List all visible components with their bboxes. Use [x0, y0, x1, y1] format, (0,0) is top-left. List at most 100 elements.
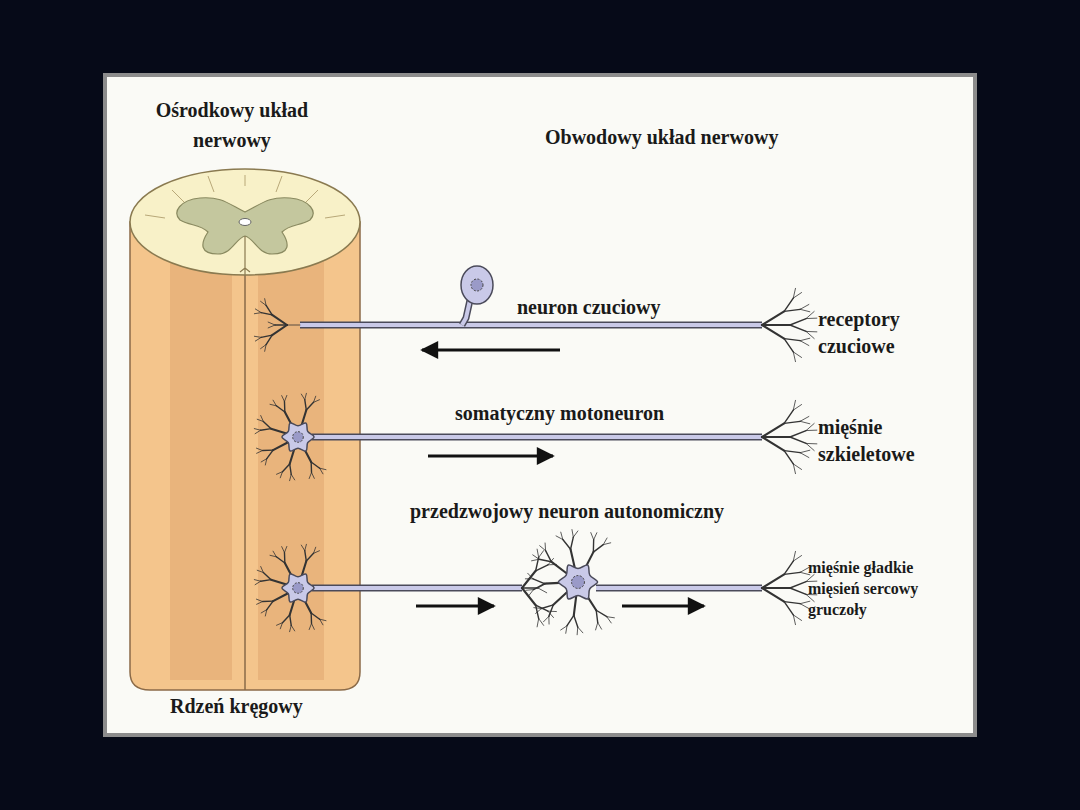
dendrite — [539, 551, 544, 558]
dendrite — [563, 540, 571, 550]
dendrite — [257, 602, 263, 605]
direction-arrow — [422, 349, 560, 352]
dendrite — [800, 567, 809, 572]
dendrite — [254, 429, 260, 431]
dendrite — [790, 431, 806, 437]
soma — [282, 574, 314, 602]
text-label: gruczoły — [808, 600, 867, 620]
dendrite — [275, 324, 287, 325]
axon — [462, 300, 470, 325]
axon — [312, 434, 762, 441]
dendrite — [762, 325, 784, 339]
dendrite — [305, 400, 307, 410]
dendrite — [541, 605, 553, 609]
dendrite — [784, 561, 793, 574]
dendrite — [272, 325, 287, 335]
dendrite — [806, 311, 814, 318]
dendrite — [790, 437, 806, 443]
dendrite — [784, 298, 793, 311]
dendrite — [267, 450, 273, 458]
dendrite — [567, 615, 574, 625]
text-label: mięśnie gładkie — [808, 558, 913, 578]
nucleus — [293, 432, 304, 443]
text-label: Obwodowy układ nerwowy — [545, 124, 778, 151]
dendrite — [273, 400, 276, 406]
text-label: przedzwojowy neuron autonomiczny — [410, 498, 724, 525]
dendrite — [553, 591, 568, 605]
dendrite — [806, 430, 817, 431]
dendrite — [522, 588, 536, 605]
axon-core — [312, 586, 522, 590]
dendrite — [267, 601, 273, 609]
dendrite — [536, 608, 542, 613]
dendrite — [534, 584, 545, 590]
dendrite — [320, 619, 323, 625]
dendrite — [286, 325, 300, 326]
panel — [105, 75, 975, 735]
dendrite — [282, 547, 285, 553]
sensory-soma — [461, 266, 493, 304]
dendrite — [257, 451, 263, 454]
dendrite — [571, 537, 574, 549]
dendrite — [806, 331, 814, 338]
dendrite — [284, 553, 286, 564]
dendrite — [268, 322, 275, 325]
dendrite — [276, 406, 284, 412]
dendrite — [762, 324, 790, 326]
text-label: mięsień sercowy — [808, 579, 918, 599]
dendrite — [539, 619, 544, 626]
dendrite — [533, 579, 544, 584]
dendrite — [261, 416, 264, 422]
dendrite — [277, 472, 283, 475]
dendrite — [311, 613, 319, 619]
nucleus — [293, 583, 304, 594]
direction-arrow — [416, 605, 494, 608]
spinal-cord — [130, 222, 360, 690]
text-label: Rdzeń kręgowy — [170, 693, 303, 720]
dendrite — [784, 451, 800, 453]
dendrite — [273, 593, 288, 601]
dendrite — [784, 451, 793, 464]
dendrite — [551, 562, 567, 574]
dendrite — [593, 545, 603, 552]
dendrite — [282, 464, 289, 472]
dendrite — [574, 595, 577, 615]
dendrite — [573, 531, 578, 537]
dendrite — [793, 405, 801, 411]
dendrite — [537, 549, 539, 557]
dendrite — [548, 611, 556, 612]
dendrite — [790, 325, 806, 331]
axon-core — [312, 435, 762, 439]
dendrite — [591, 533, 594, 540]
dendrite — [261, 345, 267, 349]
direction-arrow — [428, 455, 553, 458]
text-label: mięśnie szkieletowe — [818, 414, 943, 468]
dendrite — [291, 625, 294, 631]
dendrite — [548, 616, 549, 624]
dendrite — [263, 572, 271, 579]
dendrite — [596, 623, 598, 630]
dendrite — [263, 449, 274, 451]
dendrite — [800, 450, 810, 452]
dendrite — [762, 423, 784, 437]
dendrite — [561, 626, 567, 630]
dendrite — [784, 602, 793, 615]
dendrite — [784, 421, 800, 423]
text-label: neuron czuciowy — [517, 294, 661, 321]
dendrite — [290, 474, 292, 480]
axon-core — [300, 323, 762, 327]
dendrite — [255, 581, 261, 584]
dendrite — [314, 551, 320, 554]
dendrite — [793, 464, 795, 474]
dendrite — [800, 341, 809, 346]
dendrite — [762, 588, 784, 602]
dendrite — [784, 339, 800, 341]
dendrite — [534, 607, 542, 609]
dendrite — [309, 623, 311, 629]
dendrite — [266, 305, 272, 314]
dendrite — [800, 416, 809, 421]
dendrite — [290, 625, 292, 631]
dendrite — [806, 423, 814, 430]
dendrite — [526, 589, 534, 591]
